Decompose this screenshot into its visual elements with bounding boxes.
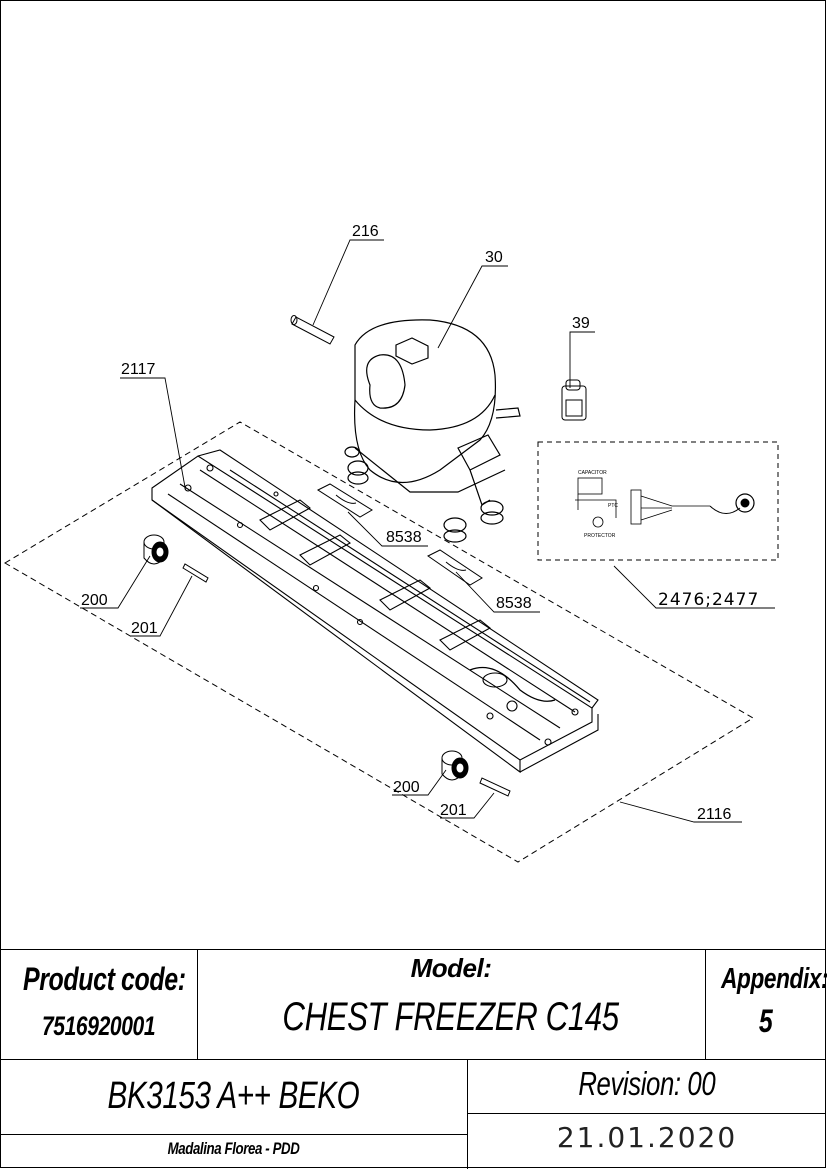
callout-201-lower: 201 xyxy=(440,802,467,819)
appendix-label: Appendix: xyxy=(721,963,827,995)
title-block-top-row xyxy=(0,949,826,1060)
leader-lines xyxy=(80,239,775,823)
callout-39: 39 xyxy=(572,315,590,332)
appendix-cell: Appendix: 5 xyxy=(706,949,827,1060)
revision: Revision: 00 xyxy=(578,1065,716,1102)
callout-201-upper: 201 xyxy=(131,620,158,637)
callout-200-lower: 200 xyxy=(393,779,420,796)
pin-lower xyxy=(479,777,511,797)
kit-boundary-dashed xyxy=(4,421,754,863)
product-code-label: Product code: xyxy=(22,961,186,997)
model-label: Model: xyxy=(410,953,492,983)
revision-date: 21.01.2020 xyxy=(556,1121,738,1154)
tube-part xyxy=(290,315,335,345)
mounting-plate-lower xyxy=(427,549,483,586)
pin-upper xyxy=(182,563,209,583)
callout-200-upper: 200 xyxy=(81,592,108,609)
callout-216: 216 xyxy=(352,223,379,240)
schematic-capacitor-label: CAPACITOR xyxy=(578,470,607,476)
author: Madalina Florea - PDD xyxy=(167,1139,300,1158)
callout-2116: 2116 xyxy=(697,806,732,823)
schematic-ptc-label: PTC xyxy=(608,503,618,509)
exploded-parts-drawing: CAPACITOR PTC PROTECTOR 216 30 39 2117 8… xyxy=(4,223,779,863)
schematic-protector-label: PROTECTOR xyxy=(584,533,616,539)
base-frame xyxy=(151,449,599,774)
appendix-value: 5 xyxy=(759,1003,773,1039)
article-cell: BK3153 A++ BEKO Madalina Florea - PDD xyxy=(0,1059,468,1169)
mounting-plate-upper xyxy=(316,483,373,518)
callout-8538-lower: 8538 xyxy=(496,595,532,612)
callout-8538-upper: 8538 xyxy=(386,529,422,546)
grommet-upper xyxy=(143,534,169,565)
revision-cell: Revision: 00 21.01.2020 xyxy=(468,1059,826,1169)
product-code-value: 7516920001 xyxy=(42,1011,156,1041)
model-cell: Model: CHEST FREEZER C145 xyxy=(198,949,706,1060)
model-name: CHEST FREEZER C145 xyxy=(282,995,620,1039)
grommet-lower xyxy=(441,750,469,781)
relay-part xyxy=(561,379,587,421)
article-name: BK3153 A++ BEKO xyxy=(107,1075,360,1117)
callout-30: 30 xyxy=(485,249,503,266)
callout-2476-2477: 2476;2477 xyxy=(658,590,759,610)
wiring-schematic xyxy=(537,441,779,561)
callout-2117: 2117 xyxy=(121,361,156,378)
compressor xyxy=(344,319,521,543)
product-code-cell: Product code: 7516920001 xyxy=(0,949,198,1060)
